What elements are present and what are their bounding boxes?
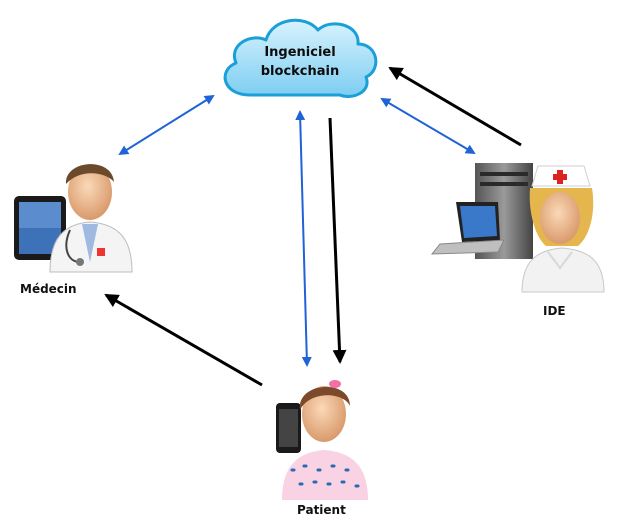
nurse-icon: [521, 165, 605, 293]
ide-label: IDE: [543, 304, 566, 318]
doctor-icon: [49, 164, 133, 273]
arrow-cloud-medecin: [118, 94, 215, 156]
arrow-ide-to-cloud: [388, 66, 522, 147]
patient-label: Patient: [297, 503, 346, 517]
blockchain-cloud-icon: [223, 18, 378, 98]
cloud-label-line2: blockchain: [260, 64, 340, 79]
arrow-patient-to-medecin: [104, 293, 263, 387]
arrow-cloud-to-patient: [328, 117, 347, 364]
phone-icon: [276, 403, 301, 453]
medecin-label: Médecin: [20, 282, 77, 296]
arrow-cloud-ide: [380, 97, 476, 155]
arrow-cloud-patient: [295, 110, 312, 367]
patient-icon: [282, 380, 368, 500]
laptop-icon: [430, 202, 505, 255]
cloud-label: Ingeniciel blockchain: [232, 43, 368, 81]
cloud-label-line1: Ingeniciel: [264, 45, 336, 60]
